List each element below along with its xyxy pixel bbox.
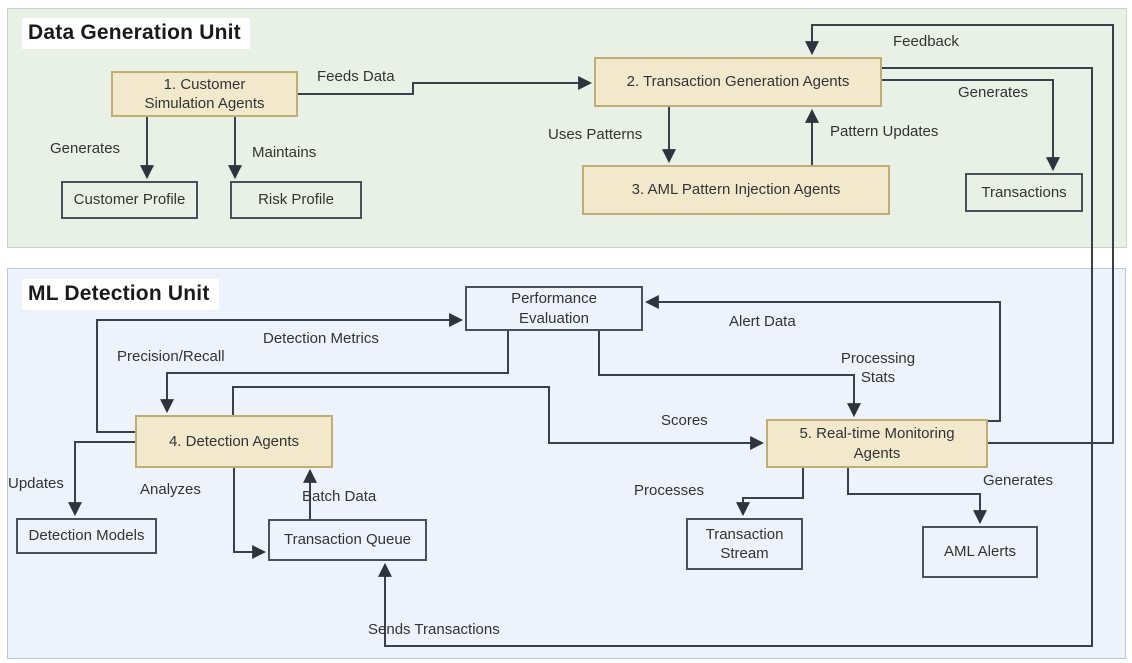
edge-label-generates-profile: Generates — [50, 140, 121, 157]
node-label: 2. Transaction Generation Agents — [626, 73, 850, 91]
node-label: Risk Profile — [258, 191, 334, 209]
edge-label-processing-stats: Processing Stats — [840, 350, 916, 386]
edge-label-sends-transactions: Sends Transactions — [368, 621, 500, 638]
edge-label-generates-transactions: Generates — [958, 84, 1029, 101]
node-customer-simulation-agents: 1. Customer Simulation Agents — [111, 71, 298, 117]
node-label: 3. AML Pattern Injection Agents — [631, 181, 841, 199]
node-label: Performance Evaluation — [511, 290, 597, 327]
edge-label-processes: Processes — [634, 482, 705, 499]
edge-label-uses-patterns: Uses Patterns — [548, 126, 643, 143]
node-detection-agents: 4. Detection Agents — [135, 415, 333, 468]
node-transaction-stream: Transaction Stream — [686, 518, 803, 570]
node-performance-evaluation: Performance Evaluation — [465, 286, 643, 331]
node-transactions: Transactions — [965, 173, 1083, 212]
edge-label-batch-data: Batch Data — [302, 488, 377, 505]
edge-label-updates: Updates — [8, 475, 64, 492]
edge-label-scores: Scores — [661, 412, 708, 429]
node-label: Detection Models — [28, 527, 145, 545]
node-label: Transactions — [981, 183, 1067, 201]
edge-label-feeds-data: Feeds Data — [317, 68, 395, 85]
node-realtime-monitoring-agents: 5. Real-time Monitoring Agents — [766, 419, 988, 468]
edge-label-precision-recall: Precision/Recall — [117, 348, 225, 365]
edge-label-feedback: Feedback — [893, 33, 959, 50]
edge-label-alert-data: Alert Data — [729, 313, 796, 330]
node-label: 4. Detection Agents — [168, 432, 300, 450]
node-label: 1. Customer Simulation Agents — [144, 75, 265, 113]
title-data-generation-unit: Data Generation Unit — [22, 18, 250, 49]
node-label: Transaction Stream — [705, 525, 784, 563]
node-transaction-queue: Transaction Queue — [268, 519, 427, 561]
node-label: 5. Real-time Monitoring Agents — [799, 425, 955, 462]
node-label: Customer Profile — [73, 191, 186, 209]
edge-label-pattern-updates: Pattern Updates — [830, 123, 939, 140]
node-customer-profile: Customer Profile — [61, 181, 198, 219]
title-ml-detection-unit: ML Detection Unit — [22, 279, 219, 310]
edge-label-generates-alerts: Generates — [983, 472, 1054, 489]
edge-label-analyzes: Analyzes — [140, 481, 201, 498]
node-aml-alerts: AML Alerts — [922, 526, 1038, 578]
node-transaction-generation-agents: 2. Transaction Generation Agents — [594, 57, 882, 107]
edge-label-detection-metrics: Detection Metrics — [263, 330, 379, 347]
node-detection-models: Detection Models — [16, 518, 157, 554]
edge-label-maintains: Maintains — [252, 144, 317, 161]
node-label: AML Alerts — [944, 543, 1016, 561]
node-aml-pattern-injection-agents: 3. AML Pattern Injection Agents — [582, 165, 890, 215]
node-label: Transaction Queue — [283, 531, 412, 549]
node-risk-profile: Risk Profile — [230, 181, 362, 219]
